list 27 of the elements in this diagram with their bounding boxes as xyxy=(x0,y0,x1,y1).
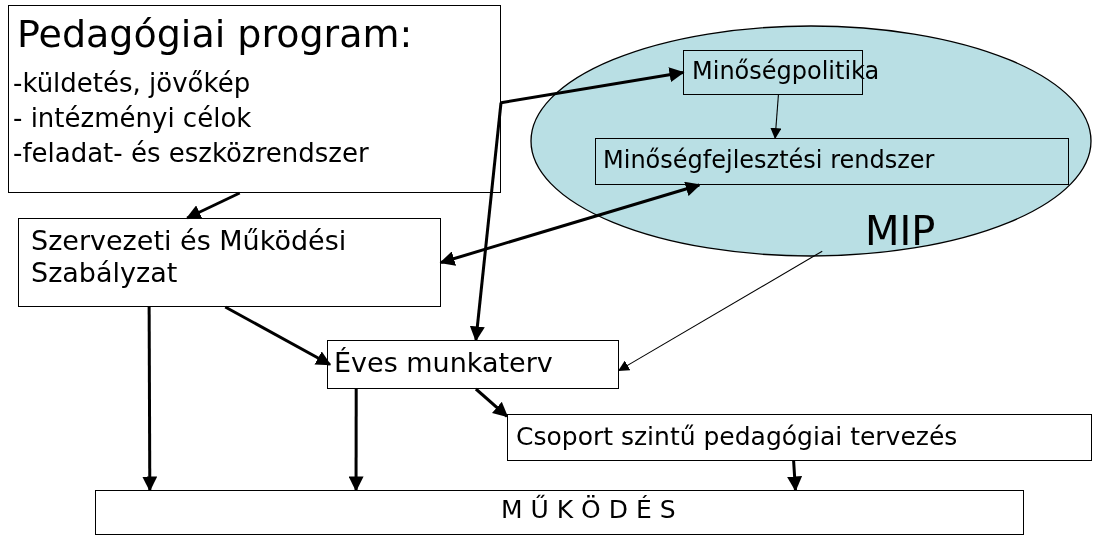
list-item: -küldetés, jövőkép xyxy=(13,68,251,100)
arrow xyxy=(469,102,503,342)
node-label: Szervezeti és Működési Szabályzat xyxy=(31,225,348,290)
arrow xyxy=(500,67,685,105)
arrow xyxy=(348,389,364,492)
list-item: - intézményi célok xyxy=(13,103,252,135)
process-box xyxy=(18,218,441,307)
process-box xyxy=(595,138,1069,185)
node-label: Minőségfejlesztési rendszer xyxy=(603,146,935,175)
arrow xyxy=(618,250,823,371)
ellipse-label: MIP xyxy=(865,207,936,255)
arrow xyxy=(770,94,782,140)
node-label: M Ű K Ö D É S xyxy=(501,495,676,525)
arrow xyxy=(439,181,701,266)
node-label: Csoport szintű pedagógiai tervezés xyxy=(516,422,958,452)
arrow xyxy=(474,387,509,418)
node-label: Éves munkaterv xyxy=(334,347,553,380)
operation-box xyxy=(95,490,1024,535)
arrow xyxy=(787,460,803,492)
program-box xyxy=(8,5,501,193)
process-box xyxy=(327,340,619,389)
arrow xyxy=(142,307,158,492)
arrow xyxy=(224,305,332,366)
heading: Pedagógiai program: xyxy=(17,12,413,58)
quality-ellipse xyxy=(530,25,1092,257)
process-box xyxy=(507,414,1092,461)
list-item: -feladat- és eszközrendszer xyxy=(13,138,369,170)
